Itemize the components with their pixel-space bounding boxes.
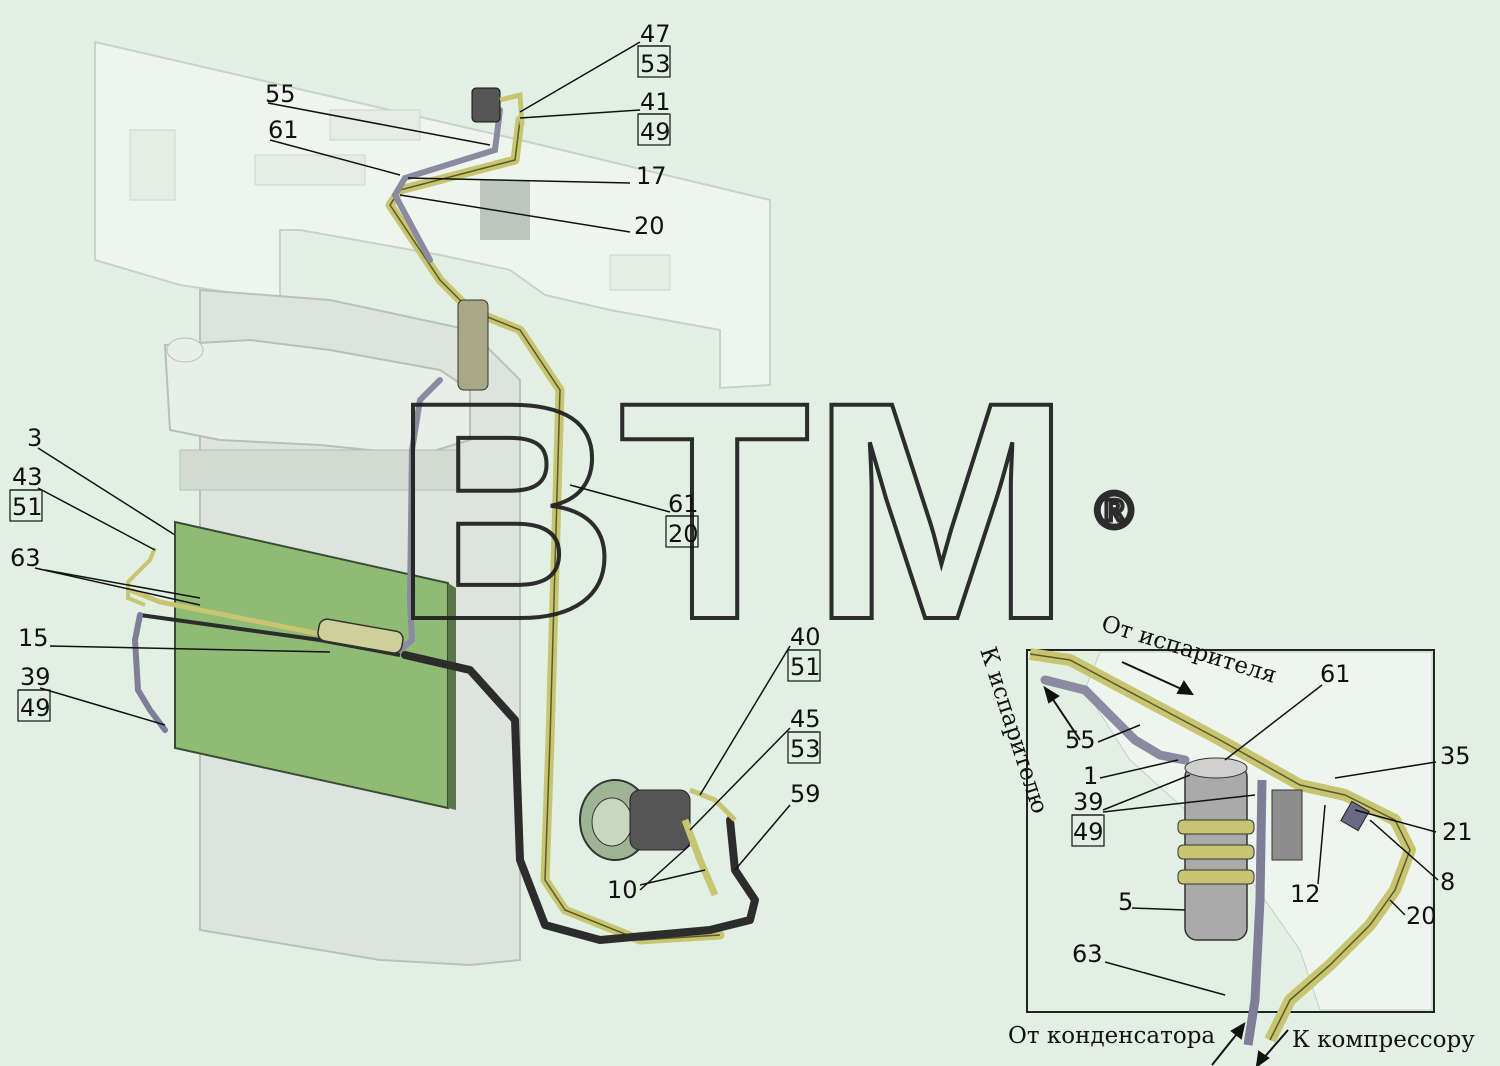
service-valve [471, 87, 501, 123]
note-from-condenser: От конденсатора [1008, 1023, 1215, 1049]
label-59: 59 [790, 780, 821, 808]
detail-label-55: 55 [1065, 726, 1096, 754]
flow-arrows [1043, 661, 1289, 1066]
detail-bracket [1271, 789, 1303, 861]
pipe-55 [391, 107, 503, 263]
detail-label-35: 35 [1440, 742, 1471, 770]
label-40: 40 [790, 623, 821, 651]
watermark-text: BTM [392, 337, 1072, 684]
label-15: 15 [18, 624, 49, 652]
label-39: 39 [20, 663, 51, 691]
detail-label-39: 39 [1073, 788, 1104, 816]
condenser-side [448, 583, 456, 810]
label-45: 45 [790, 705, 821, 733]
hose-to-condenser [397, 377, 443, 653]
panel-slot [609, 254, 671, 291]
label-20: 20 [634, 212, 665, 240]
label-61-mid: 61 [668, 490, 699, 518]
leader-lines-main [34, 41, 791, 891]
note-to-compressor: К компрессору [1292, 1027, 1475, 1053]
label-3: 3 [27, 424, 42, 452]
flex-section-15 [317, 618, 404, 654]
detail-label-20: 20 [1406, 902, 1437, 930]
label-17: 17 [636, 162, 667, 190]
watermark-registered: ® [1095, 482, 1133, 540]
label-51-lower: 51 [790, 653, 821, 681]
detail-label-8: 8 [1440, 868, 1455, 896]
detail-receiver-drier [1177, 757, 1255, 941]
label-53: 53 [640, 50, 671, 78]
label-53-lower: 53 [790, 735, 821, 763]
detail-label-63: 63 [1072, 940, 1103, 968]
panel-slot [254, 154, 366, 186]
hose-39 [131, 612, 168, 733]
detail-label-49: 49 [1073, 818, 1104, 846]
detail-label-5: 5 [1118, 888, 1133, 916]
receiver-drier [457, 299, 489, 391]
detail-pipe-55 [1040, 675, 1190, 765]
detail-pipe-61-edge [1029, 653, 1411, 1041]
detail-label-box [1071, 814, 1105, 847]
detail-label-1: 1 [1083, 762, 1098, 790]
label-47: 47 [640, 20, 671, 48]
expansion-tank [163, 338, 471, 457]
label-49: 49 [640, 118, 671, 146]
leader-lines-detail [1097, 684, 1439, 996]
label-43: 43 [12, 463, 43, 491]
label-55: 55 [265, 80, 296, 108]
watermark: BTM ® [390, 335, 1135, 686]
detail-label-12: 12 [1290, 880, 1321, 908]
panel-slot [329, 109, 421, 141]
label-boxes [9, 45, 821, 764]
label-61: 61 [268, 116, 299, 144]
compressor [579, 779, 737, 897]
tank-cap [166, 337, 204, 363]
main-assembly-view: BTM ® [9, 20, 1135, 967]
pipe-43 [126, 547, 157, 607]
detail-clamp-21 [1340, 800, 1370, 832]
panel-slot [129, 129, 176, 201]
label-41: 41 [640, 88, 671, 116]
panel-dark-patch [480, 180, 530, 240]
detail-label-21: 21 [1442, 818, 1473, 846]
label-51: 51 [12, 493, 43, 521]
valve-pipe [499, 91, 525, 126]
label-10: 10 [607, 876, 638, 904]
hose-59 [401, 651, 759, 944]
label-49-lower: 49 [20, 694, 51, 722]
detail-label-61: 61 [1320, 660, 1351, 688]
detail-hose-condenser [1243, 779, 1267, 1046]
detail-inset-view: 61 55 1 39 49 35 21 8 12 20 5 63 От испа… [974, 611, 1475, 1066]
label-63: 63 [10, 544, 41, 572]
label-20-mid: 20 [668, 520, 699, 548]
